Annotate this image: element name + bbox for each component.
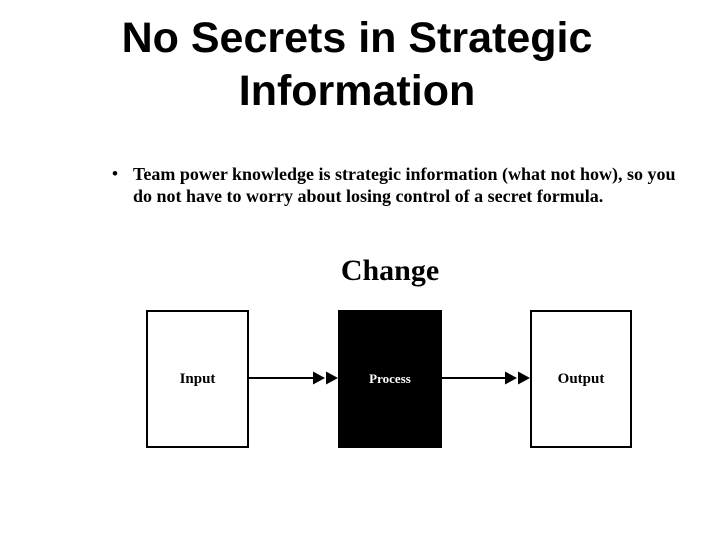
bullet-marker: • [112,164,118,183]
slide-title-text: No Secrets in Strategic Information [121,14,593,115]
slide-title: No Secrets in Strategic Information [0,12,714,118]
diagram-node-output: Output [530,310,632,448]
node-output-label: Output [557,370,605,387]
node-input-label: Input [179,370,216,387]
bullet-item: • Team power knowledge is strategic info… [112,163,690,207]
diagram-node-input: Input [146,310,249,448]
arrow-process-to-output-icon [442,371,530,385]
arrow-input-to-process-icon [249,371,338,385]
node-process-label: Process [369,371,411,386]
bullet-text: Team power knowledge is strategic inform… [133,164,676,206]
diagram-caption: Change [340,254,440,287]
diagram-node-process: Process [338,310,442,448]
